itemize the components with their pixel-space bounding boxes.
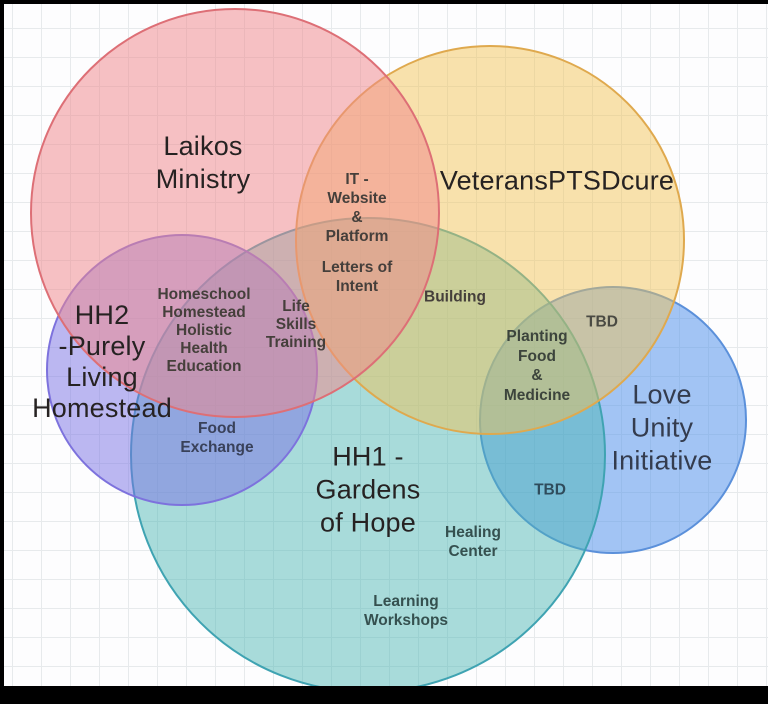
letterbox-bottom-bar	[0, 686, 768, 704]
letterbox-left-bar	[0, 0, 4, 704]
circle-laikos-ministry[interactable]	[30, 8, 440, 418]
letterbox-top-bar	[0, 0, 768, 4]
